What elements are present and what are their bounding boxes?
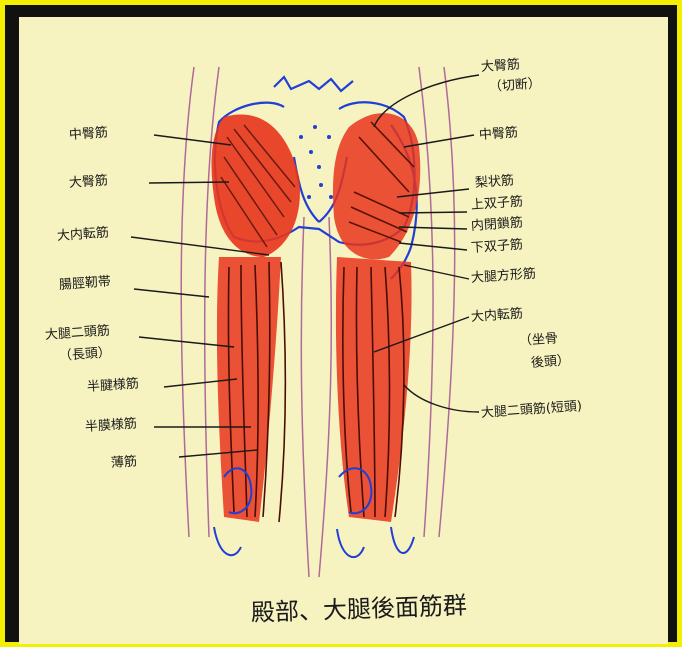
- right-thigh-muscles: [336, 257, 412, 522]
- diagram-caption: 殿部、大腿後面筋群: [251, 593, 468, 625]
- label-left-gluteus-maximus: 大臀筋: [69, 174, 109, 190]
- label-semitendinosus: 半腱様筋: [87, 377, 140, 394]
- drawing-paper: 中臀筋 大臀筋 大内転筋 腸脛靭帯 大腿二頭筋 （長頭） 半腱様筋 半膜様筋 薄…: [19, 17, 668, 644]
- label-obturator-internus: 内閉鎖筋: [471, 216, 524, 233]
- label-right-gluteus-medius: 中臀筋: [479, 126, 519, 142]
- label-left-adductor-magnus: 大内転筋: [57, 226, 110, 243]
- label-gluteus-maximus-cut-note: （切断）: [489, 77, 542, 94]
- right-gluteal-muscles: [333, 113, 420, 259]
- anatomy-illustration: [19, 17, 668, 644]
- label-right-adductor-magnus-note: （坐骨: [519, 332, 559, 348]
- label-gluteus-maximus-cut: 大臀筋: [481, 58, 521, 74]
- label-gemellus-superior: 上双子筋: [471, 195, 524, 212]
- label-gemellus-inferior: 下双子筋: [471, 238, 524, 255]
- label-semimembranosus: 半膜様筋: [85, 417, 138, 434]
- label-biceps-femoris-long-note: （長頭）: [59, 346, 112, 363]
- label-gracilis: 薄筋: [111, 455, 138, 470]
- label-right-adductor-magnus-note2: 後頭）: [531, 354, 571, 370]
- label-piriformis: 梨状筋: [475, 174, 515, 190]
- left-gluteal-muscles: [211, 115, 299, 258]
- label-left-gluteus-medius: 中臀筋: [69, 126, 109, 142]
- label-iliotibial-tract: 腸脛靭帯: [59, 275, 112, 292]
- sacrum-dots: [299, 125, 333, 199]
- label-right-adductor-magnus: 大内転筋: [471, 307, 524, 324]
